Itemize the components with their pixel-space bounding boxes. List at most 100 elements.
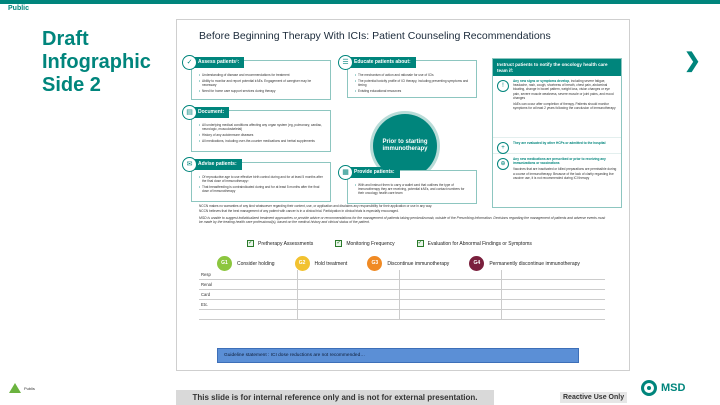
document-list: All underlying medical conditions affect… xyxy=(199,123,325,144)
msd-logo: MSD xyxy=(641,380,685,396)
grid-divider xyxy=(501,270,502,320)
infographic-slide: Before Beginning Therapy With ICIs: Pati… xyxy=(176,19,630,371)
chat-bubble-icon: ✉ xyxy=(182,157,197,172)
slide-side-title: Draft Infographic Side 2 xyxy=(42,28,172,97)
grade-badge: G1 xyxy=(217,256,232,271)
row-label: Resp xyxy=(201,272,211,277)
side-title-line3: Side 2 xyxy=(42,74,101,96)
grade-label: Discontinue immunotherapy xyxy=(387,260,450,267)
list-item: Need for home care support services duri… xyxy=(199,89,325,93)
side-title-line1: Draft xyxy=(42,28,89,50)
checklist-label: Evaluation for Abnormal Findings or Symp… xyxy=(427,240,532,247)
grade-label: Consider holding xyxy=(237,260,275,267)
advise-box: ✉ Advise patients: Of reproductive age t… xyxy=(182,157,331,202)
checkbox-checked-icon[interactable]: ✓ xyxy=(416,240,424,247)
next-slide-chevron-icon[interactable]: ❯ xyxy=(684,50,701,72)
msd-wordmark: MSD xyxy=(661,382,686,394)
instruct-row1-text: , including severe fatigue, headache, ra… xyxy=(513,79,614,100)
list-item: Ability to monitor and report potential … xyxy=(199,79,325,87)
row-label: Renal xyxy=(201,282,212,287)
assess-box: ✓ Assess patients¹: Understanding of dis… xyxy=(182,55,331,100)
educate-box: ☰ Educate patients about: The mechanism … xyxy=(338,55,477,98)
provide-box: ▦ Provide patients: With and instruct th… xyxy=(338,165,477,204)
grade-badge: G3 xyxy=(367,256,383,271)
checklist-item[interactable]: ✓ Pretherapy Assessments xyxy=(247,240,313,247)
grade-steps: G1 Consider holding G2 Hold treatment G3… xyxy=(217,256,627,271)
list-item: With and instruct them to carry a wallet… xyxy=(355,183,471,196)
publisher-logo: Publis xyxy=(9,383,35,393)
instruct-row3-highlight: Any new medications are prescribed or pr… xyxy=(513,157,606,166)
list-item: Of reproductive age to use effective bir… xyxy=(199,175,325,183)
provide-list: With and instruct them to carry a wallet… xyxy=(355,183,471,197)
instruct-row-hcp: + They are evaluated by other HCPs or ad… xyxy=(493,138,621,154)
grade-label: Hold treatment xyxy=(314,260,348,267)
instruct-heading: Instruct patients to notify the oncology… xyxy=(493,59,621,76)
triangle-logo-icon xyxy=(9,383,21,393)
instruct-row1-highlight: Any new signs or symptoms develop xyxy=(513,79,570,83)
instruct-panel: Instruct patients to notify the oncology… xyxy=(492,58,622,208)
list-item: The potential toxicity profile of ICI th… xyxy=(355,79,471,87)
advise-heading: Advise patients: xyxy=(184,159,242,170)
wallet-card-icon: ▦ xyxy=(338,165,353,180)
internal-use-disclaimer: This slide is for internal reference onl… xyxy=(176,390,494,405)
row-label: Card xyxy=(201,292,211,297)
list-item: The mechanism of action and rationale fo… xyxy=(355,73,471,77)
msd-mark-icon xyxy=(641,380,657,396)
checklist: ✓ Pretherapy Assessments ✓ Monitoring Fr… xyxy=(247,240,627,247)
top-accent-bar xyxy=(0,0,720,4)
assess-list: Understanding of disease and recommendat… xyxy=(199,73,325,94)
hospital-icon: + xyxy=(497,142,509,154)
table-row: Etc. xyxy=(199,300,605,310)
list-item: History of any autoimmune diseases xyxy=(199,133,325,137)
grade-step: G4 Permanently discontinue immunotherapy xyxy=(469,256,580,271)
document-box: ▤ Document: All underlying medical condi… xyxy=(182,105,331,152)
grade-step: G3 Discontinue immunotherapy xyxy=(367,256,449,271)
document-heading: Document: xyxy=(184,107,230,118)
clipboard-icon: ▤ xyxy=(182,105,197,120)
table-row xyxy=(199,310,605,320)
checklist-item[interactable]: ✓ Monitoring Frequency xyxy=(335,240,395,247)
grid-divider xyxy=(297,270,298,320)
list-item: All underlying medical conditions affect… xyxy=(199,123,325,131)
grade-grid: Resp Renal Card Etc. xyxy=(199,270,605,320)
instruct-row-symptoms: ! Any new signs or symptoms develop, inc… xyxy=(493,76,621,138)
list-item: Existing educational resources xyxy=(355,89,471,93)
person-check-icon: ✓ xyxy=(182,55,197,70)
checklist-label: Pretherapy Assessments xyxy=(258,240,314,247)
checkbox-checked-icon[interactable]: ✓ xyxy=(247,240,254,247)
provide-heading: Provide patients: xyxy=(340,167,400,178)
advise-list: Of reproductive age to use effective bir… xyxy=(199,175,325,195)
instruct-row2-highlight: They are evaluated by other HCPs or admi… xyxy=(513,141,606,145)
footnote-2: NCCN believes that the best management o… xyxy=(199,209,399,213)
educate-heading: Educate patients about: xyxy=(340,57,416,68)
grid-divider xyxy=(399,270,400,320)
list-item: That breastfeeding is contraindicated du… xyxy=(199,185,325,193)
list-item: All medications, including over-the-coun… xyxy=(199,139,325,143)
assess-heading: Assess patients¹: xyxy=(184,57,245,68)
grade-label: Permanently discontinue immunotherapy xyxy=(489,260,580,267)
row-label: Etc. xyxy=(201,302,209,307)
guideline-statement: Guideline statement : ICI dose reduction… xyxy=(217,348,579,363)
table-row: Resp xyxy=(199,270,605,280)
book-icon: ☰ xyxy=(338,55,353,70)
syringe-icon: ⊕ xyxy=(497,158,509,170)
grade-badge: G2 xyxy=(294,256,310,271)
alert-icon: ! xyxy=(497,80,509,92)
list-item: Understanding of disease and recommendat… xyxy=(199,73,325,77)
msd-disclaimer-note: MSD is unable to suggest individualized … xyxy=(199,216,606,225)
checklist-item[interactable]: ✓ Evaluation for Abnormal Findings or Sy… xyxy=(416,240,532,247)
grade-step: G1 Consider holding xyxy=(217,256,275,271)
grade-step: G2 Hold treatment xyxy=(294,256,348,271)
table-row: Renal xyxy=(199,280,605,290)
grade-badge: G4 xyxy=(469,256,485,271)
infographic-title: Before Beginning Therapy With ICIs: Pati… xyxy=(199,30,551,42)
footnote-1: NCCN makes no warranties of any kind wha… xyxy=(199,204,433,208)
side-title-line2: Infographic xyxy=(42,51,151,73)
instruct-row-medications: ⊕ Any new medications are prescribed or … xyxy=(493,154,621,198)
checklist-label: Monitoring Frequency xyxy=(346,240,395,247)
instruct-row1-sub: irAEs can occur after completion of ther… xyxy=(513,102,616,111)
classification-label: Public xyxy=(8,5,30,12)
table-row: Card xyxy=(199,290,605,300)
educate-list: The mechanism of action and rationale fo… xyxy=(355,73,471,94)
checkbox-checked-icon[interactable]: ✓ xyxy=(335,240,343,247)
